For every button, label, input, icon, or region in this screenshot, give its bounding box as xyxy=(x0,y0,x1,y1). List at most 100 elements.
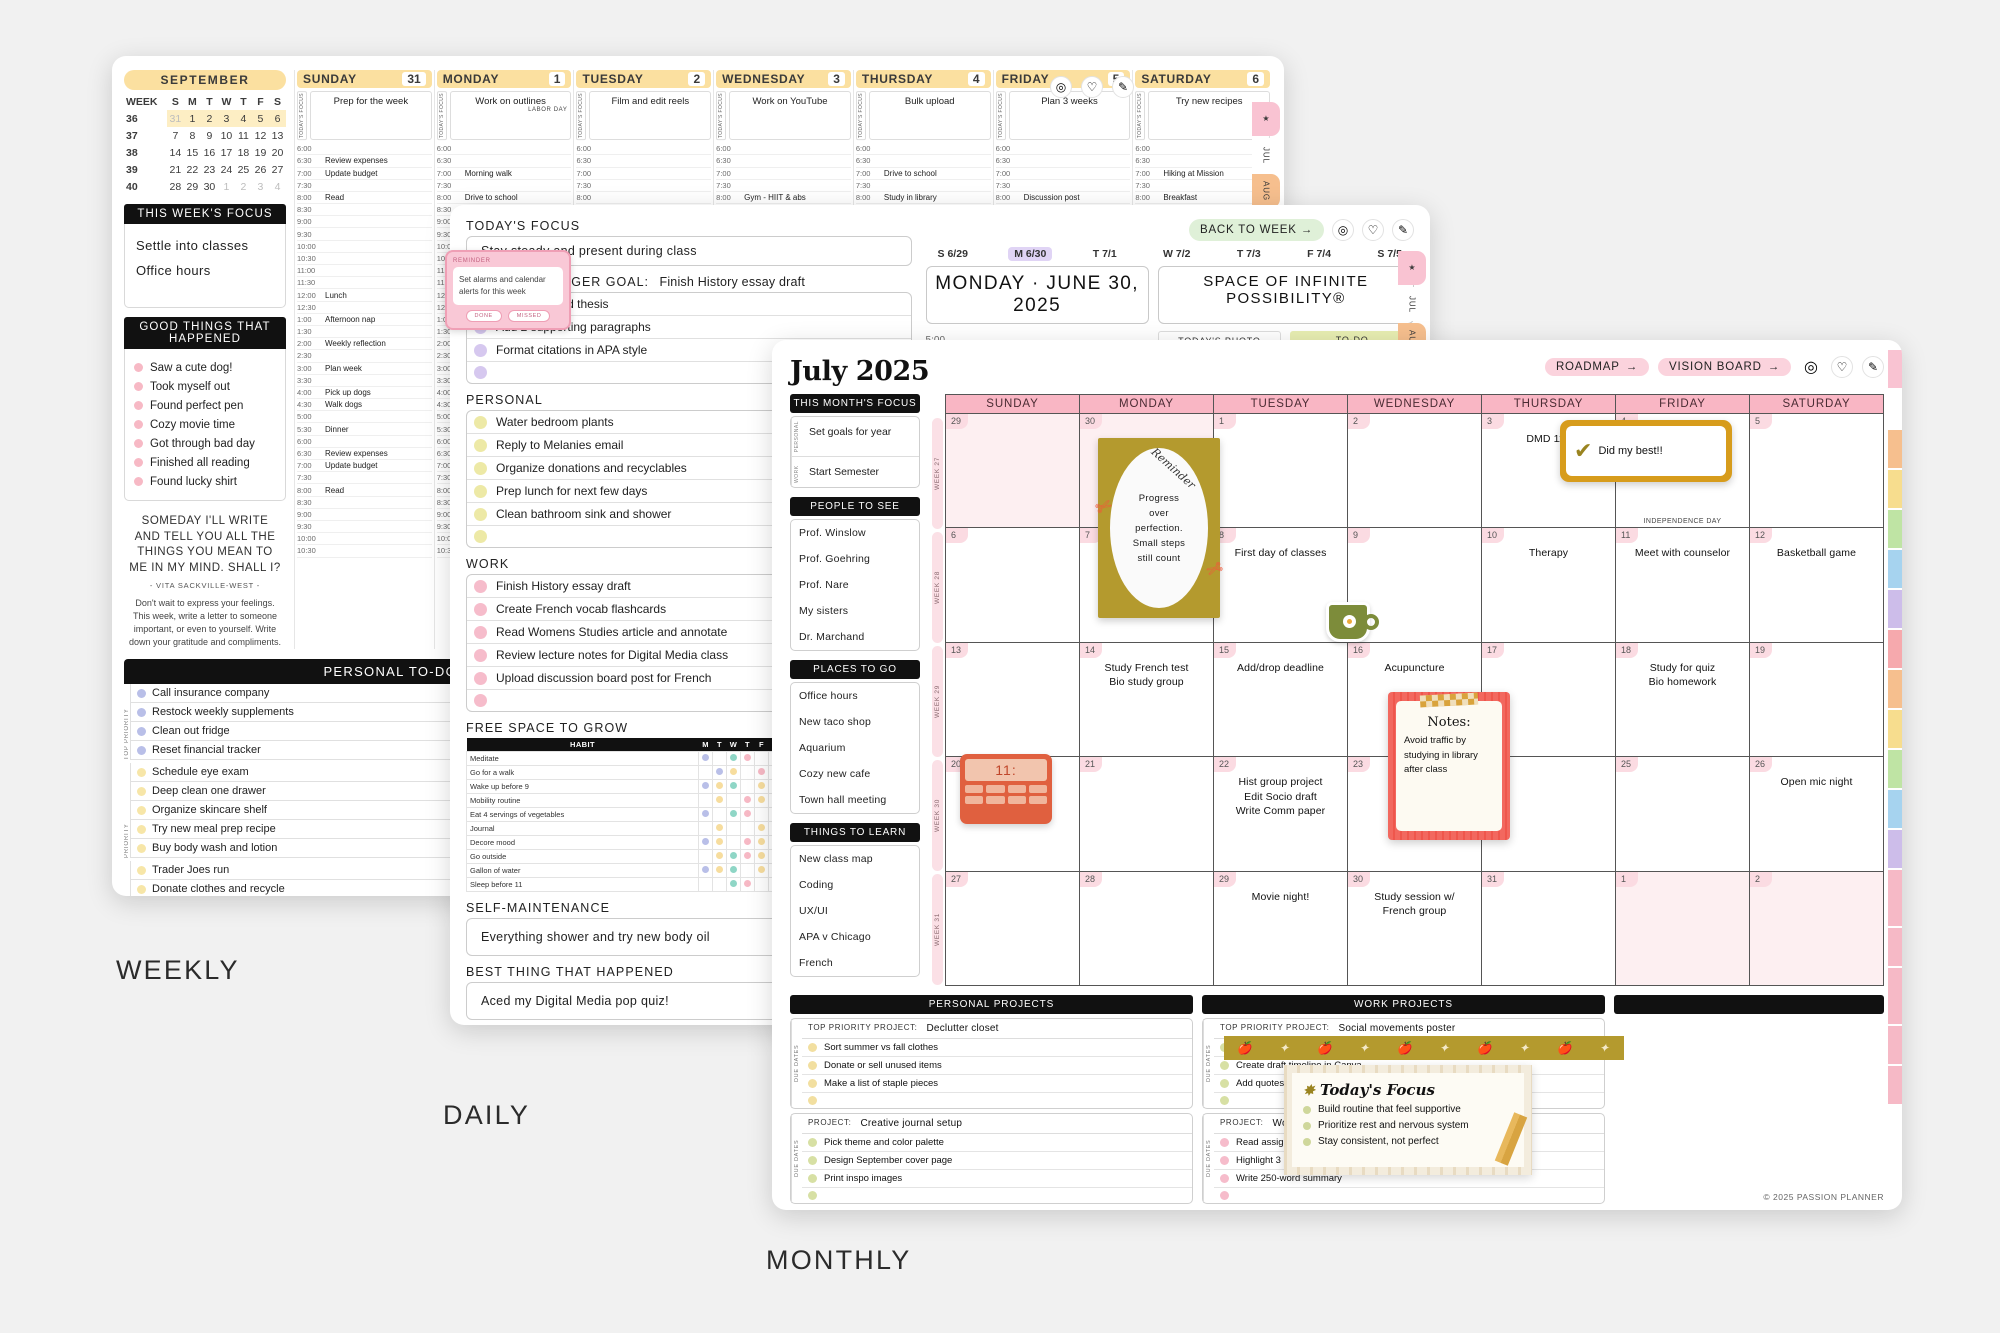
task-bullet[interactable] xyxy=(474,507,487,521)
month-tab-jul[interactable]: JUL xyxy=(1888,390,1902,428)
habit-cell[interactable] xyxy=(698,765,714,780)
missed-button[interactable]: MISSED xyxy=(507,310,551,322)
weekly-day-focus-value[interactable]: Plan 3 weeks xyxy=(1008,91,1131,141)
places-to-go-item[interactable]: Aquarium xyxy=(799,742,846,755)
habit-cell[interactable] xyxy=(726,751,742,766)
habit-cell[interactable] xyxy=(712,807,728,822)
weekly-hour-row[interactable]: 7:30 xyxy=(855,180,991,192)
hour-event[interactable]: Breakfast xyxy=(1163,193,1198,202)
habit-cell[interactable] xyxy=(726,765,742,780)
calendar-day-event[interactable]: Basketball game xyxy=(1776,547,1857,560)
weekly-hour-row[interactable]: 8:30 xyxy=(297,497,432,509)
habit-cell[interactable] xyxy=(726,863,742,878)
mini-cal-day[interactable]: 31 xyxy=(166,110,184,127)
personal-task-row[interactable] xyxy=(467,526,911,547)
habit-cell[interactable] xyxy=(698,863,714,878)
work-task-row[interactable]: Review lecture notes for Digital Media c… xyxy=(467,644,911,667)
calendar-day-cell[interactable]: 6 xyxy=(946,528,1080,642)
weekly-hour-row[interactable]: 8:30 xyxy=(297,204,432,217)
hour-event[interactable]: Drive to school xyxy=(464,193,518,202)
habit-cell[interactable] xyxy=(754,835,770,850)
notes-sticker[interactable]: Notes: Avoid traffic by studying in libr… xyxy=(1388,692,1510,840)
monthly-top-bar[interactable]: July 2025 ROADMAP → VISION BOARD → ◎ ♡ ✎ xyxy=(790,356,1884,387)
task-bullet[interactable] xyxy=(474,366,487,379)
habit-cell[interactable] xyxy=(740,821,756,836)
weekly-hour-row[interactable]: 2:30 xyxy=(297,350,432,363)
project-task-row[interactable]: Sort summer vs fall clothes xyxy=(802,1039,1192,1058)
calendar-day-cell[interactable]: 2 xyxy=(1750,871,1883,986)
side-tab-jul[interactable]: JUL xyxy=(1252,138,1280,172)
focus-value[interactable]: Set goals for year xyxy=(809,426,892,438)
mini-cal-day[interactable]: 1 xyxy=(223,180,230,193)
task-bullet[interactable] xyxy=(474,415,487,429)
task-bullet[interactable] xyxy=(1220,1061,1229,1071)
habit-cell[interactable] xyxy=(740,835,756,850)
hour-event[interactable]: Weekly reflection xyxy=(325,339,386,349)
calendar-day-event[interactable]: Acupuncture xyxy=(1384,661,1445,674)
day-switch-7-5[interactable]: S 7/5 xyxy=(1377,248,1402,260)
weekly-action-icons[interactable]: ◎ ♡ ✎ xyxy=(1050,76,1134,98)
weekly-hour-row[interactable]: 10:30 xyxy=(297,253,432,266)
calendar-day-event[interactable]: Movie night! xyxy=(1251,890,1310,903)
weekly-focus-line[interactable]: Office hours xyxy=(136,263,211,278)
habit-cell[interactable] xyxy=(698,849,714,864)
habit-cell[interactable] xyxy=(726,793,742,808)
month-tab-quarters[interactable]: QUARTERS xyxy=(1888,870,1902,926)
calendar-day-cell[interactable]: 9 xyxy=(1348,528,1482,642)
mini-cal-day[interactable]: 30 xyxy=(203,180,216,193)
back-to-week-button[interactable]: BACK TO WEEK → xyxy=(1188,219,1324,241)
hour-event[interactable]: Study in library xyxy=(883,193,937,202)
heart-icon[interactable]: ♡ xyxy=(1362,219,1384,241)
mini-cal-day[interactable]: 3 xyxy=(257,180,264,193)
personal-task-row[interactable]: Prep lunch for next few days xyxy=(467,480,911,503)
weekly-hour-row[interactable]: 10:30 xyxy=(297,545,432,558)
task-bullet[interactable] xyxy=(1220,1079,1229,1089)
habit-cell[interactable] xyxy=(754,877,770,892)
habit-cell[interactable] xyxy=(726,877,742,892)
month-tab-sections[interactable]: SECTIONS xyxy=(1888,968,1902,1024)
day-switch-6-29[interactable]: S 6/29 xyxy=(937,248,968,260)
good-thing-item[interactable]: Took myself out xyxy=(132,377,278,396)
mini-cal-day[interactable]: 11 xyxy=(237,129,249,142)
good-thing-item[interactable]: Finished all reading xyxy=(132,453,278,472)
weekly-hour-row[interactable]: 7:00 xyxy=(716,168,851,180)
habit-cell[interactable] xyxy=(740,779,756,794)
mini-cal-day[interactable]: 25 xyxy=(237,163,250,176)
gamechanger-task-row[interactable] xyxy=(467,362,911,383)
mini-cal-day[interactable]: 23 xyxy=(203,163,216,176)
weekly-hour-row[interactable]: 7:30 xyxy=(576,180,712,192)
weekly-hour-row[interactable]: 7:30 xyxy=(297,472,432,485)
habit-cell[interactable] xyxy=(754,779,770,794)
project-task-row[interactable] xyxy=(1214,1093,1604,1108)
day-switch-7-4[interactable]: F 7/4 xyxy=(1307,248,1332,260)
things-to-learn-item[interactable]: French xyxy=(799,957,833,970)
project-title[interactable]: Creative journal setup xyxy=(860,1118,963,1130)
month-tab-icon[interactable] xyxy=(1888,1066,1902,1104)
month-tab-jan[interactable]: JAN xyxy=(1888,630,1902,668)
task-bullet[interactable] xyxy=(1220,1096,1229,1106)
weekly-hour-row[interactable]: 8:00 xyxy=(576,192,712,205)
habit-cell[interactable] xyxy=(698,751,714,766)
hour-event[interactable]: Update budget xyxy=(325,461,378,471)
weekly-day-focus-value[interactable]: Work on YouTube xyxy=(729,91,851,141)
mini-cal-day[interactable]: 14 xyxy=(169,146,182,159)
